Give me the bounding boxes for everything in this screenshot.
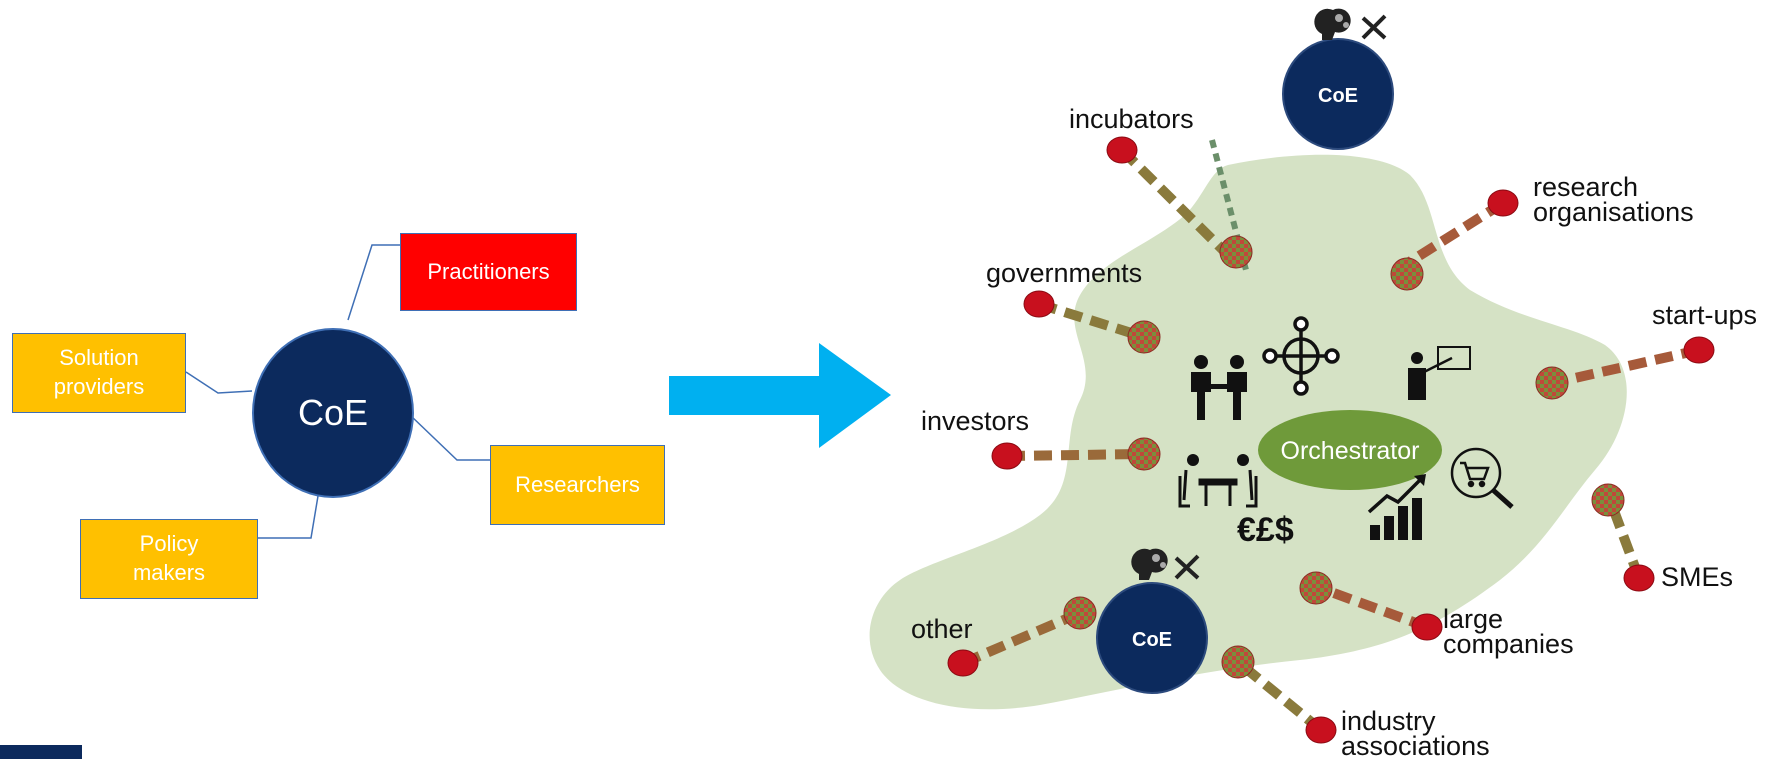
policy-makers-label: Policy makers <box>132 531 206 585</box>
transition-arrow-icon <box>669 343 891 448</box>
spoke-industry <box>1234 658 1325 734</box>
coe-label: CoE <box>297 392 369 433</box>
coe-top-circle <box>1282 38 1394 150</box>
brain-gears-icon <box>1314 8 1351 40</box>
left-connectors <box>185 244 490 539</box>
outer-node-investors <box>991 442 1023 470</box>
outer-node-research <box>1487 189 1519 217</box>
outer-node-industry <box>1305 716 1337 744</box>
presenter-icon <box>1408 346 1471 400</box>
inner-node-industry <box>1221 645 1255 679</box>
researchers-label: Researchers <box>515 471 640 497</box>
policy-makers-box: Policy makers <box>80 519 258 599</box>
spoke-other <box>961 608 1082 668</box>
coe-bottom-label: CoE <box>1132 629 1172 651</box>
meeting-table-icon <box>1178 454 1258 508</box>
spoke-large-companies <box>1318 583 1429 632</box>
outer-node-startups <box>1683 336 1715 364</box>
practitioners-label: Practitioners <box>427 258 550 284</box>
inner-node-incubators <box>1219 235 1253 269</box>
solution-providers-box: Solution providers <box>12 333 186 413</box>
inner-node-investors <box>1127 437 1161 471</box>
solution-providers-label: Solution providers <box>53 345 145 399</box>
coe-top-label: CoE <box>1318 85 1358 107</box>
inner-node-research <box>1390 257 1424 291</box>
label-other: other <box>911 614 973 644</box>
inner-node-other <box>1063 596 1097 630</box>
outer-node-governments <box>1023 290 1055 318</box>
hub-network-icon <box>1262 316 1340 396</box>
tools-icon <box>1361 14 1387 40</box>
label-large-companies: large companies <box>1443 604 1574 659</box>
inner-node-smes <box>1591 483 1625 517</box>
currency-symbols: €£$ <box>1237 511 1294 549</box>
label-smes: SMEs <box>1661 562 1734 592</box>
brain-gears-icon <box>1131 548 1168 580</box>
inner-node-startups <box>1535 366 1569 400</box>
outer-node-incubators <box>1106 136 1138 164</box>
spoke-startups <box>1564 345 1701 385</box>
corner-tab <box>0 745 82 759</box>
spoke-governments <box>1037 299 1146 342</box>
label-industry-associations: industry associations <box>1341 706 1490 761</box>
inner-node-large-companies <box>1299 571 1333 605</box>
tools-icon <box>1174 554 1200 580</box>
handshake-icon <box>1191 355 1247 420</box>
label-incubators: incubators <box>1069 104 1194 134</box>
label-governments: governments <box>986 258 1143 288</box>
coe-bottom-circle <box>1096 582 1208 694</box>
inner-node-governments <box>1127 320 1161 354</box>
growth-chart-icon <box>1367 474 1426 540</box>
outer-node-other <box>947 649 979 677</box>
practitioners-box: Practitioners <box>400 233 577 311</box>
ecosystem-blob <box>869 154 1627 710</box>
outer-node-smes <box>1623 564 1655 592</box>
orchestrator-label: Orchestrator <box>1281 437 1420 465</box>
label-research-organisations: research organisations <box>1533 172 1694 227</box>
shopping-cart-search-icon <box>1450 447 1514 509</box>
outer-node-large-companies <box>1411 613 1443 641</box>
label-investors: investors <box>921 406 1030 436</box>
label-start-ups: start-ups <box>1652 300 1758 330</box>
coe-circle: CoE <box>252 328 414 498</box>
researchers-box: Researchers <box>490 445 665 525</box>
spoke-incubators <box>1118 146 1229 256</box>
orchestrator-ellipse <box>1258 410 1442 490</box>
spoke-investors <box>1006 449 1145 461</box>
